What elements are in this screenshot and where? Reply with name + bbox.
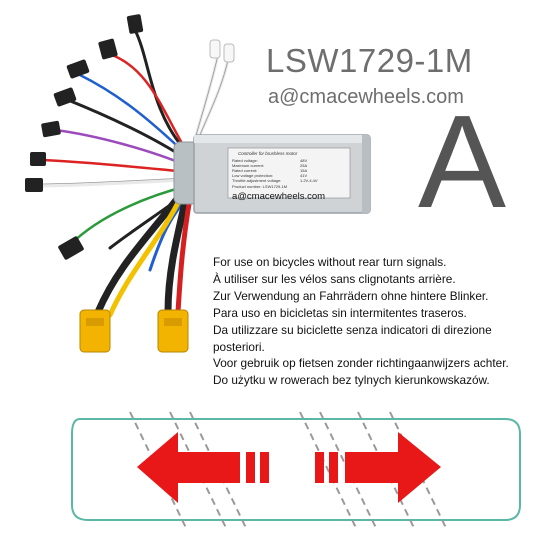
spec-value-4: 41V [300,173,307,178]
battery-connectors [79,309,189,353]
spec-value-5: 1.2V-4.4V [300,178,318,183]
note-line-de: Zur Verwendung an Fahrrädern ohne hinter… [213,288,489,303]
right-arrow-icon [315,432,441,503]
spec-value-1: 48V [300,158,307,163]
note-line-pl: Do użytku w rowerach bez tylnych kierunk… [213,373,490,388]
spec-label-3: Rated current: [232,168,257,173]
spec-label-2: Maximum current: [232,163,264,168]
controller-label: Controller for brushless motor Rated vol… [232,151,325,202]
controller-email: a@cmacewheels.com [232,191,325,202]
spec-value-3: 15A [300,168,307,173]
note-line-fr: À utiliser sur les vélos sans clignotant… [213,271,456,286]
spec-label-4: Low voltage protection: [232,173,273,178]
power-leads [94,191,193,318]
spec-value-2: 25A [300,163,307,168]
usage-notes: For use on bicycles without rear turn si… [213,254,531,389]
turn-signal-panel [71,411,521,531]
note-line-nl: Voor gebruik op fietsen zonder richtinga… [213,356,509,371]
model-number: LSW1729-1M [266,42,473,79]
product-number: Product number: LSW1729-1M [232,184,287,189]
variant-letter: A [418,88,507,235]
note-line-es: Para uso en bicicletas sin intermitentes… [213,305,467,320]
spec-label-5: Throttle adjustment voltage: [232,178,281,183]
note-line-it: Da utilizzare su biciclette senza indica… [213,322,492,354]
white-connectors [209,39,235,63]
contact-email: a@cmacewheels.com [268,86,464,108]
controller-box [173,134,371,214]
left-arrow-icon [137,432,269,503]
label-title: Controller for brushless motor [238,151,298,156]
signal-connectors [25,14,144,260]
note-line-en: For use on bicycles without rear turn si… [213,255,447,269]
spec-label-1: Rated voltage: [232,158,258,163]
